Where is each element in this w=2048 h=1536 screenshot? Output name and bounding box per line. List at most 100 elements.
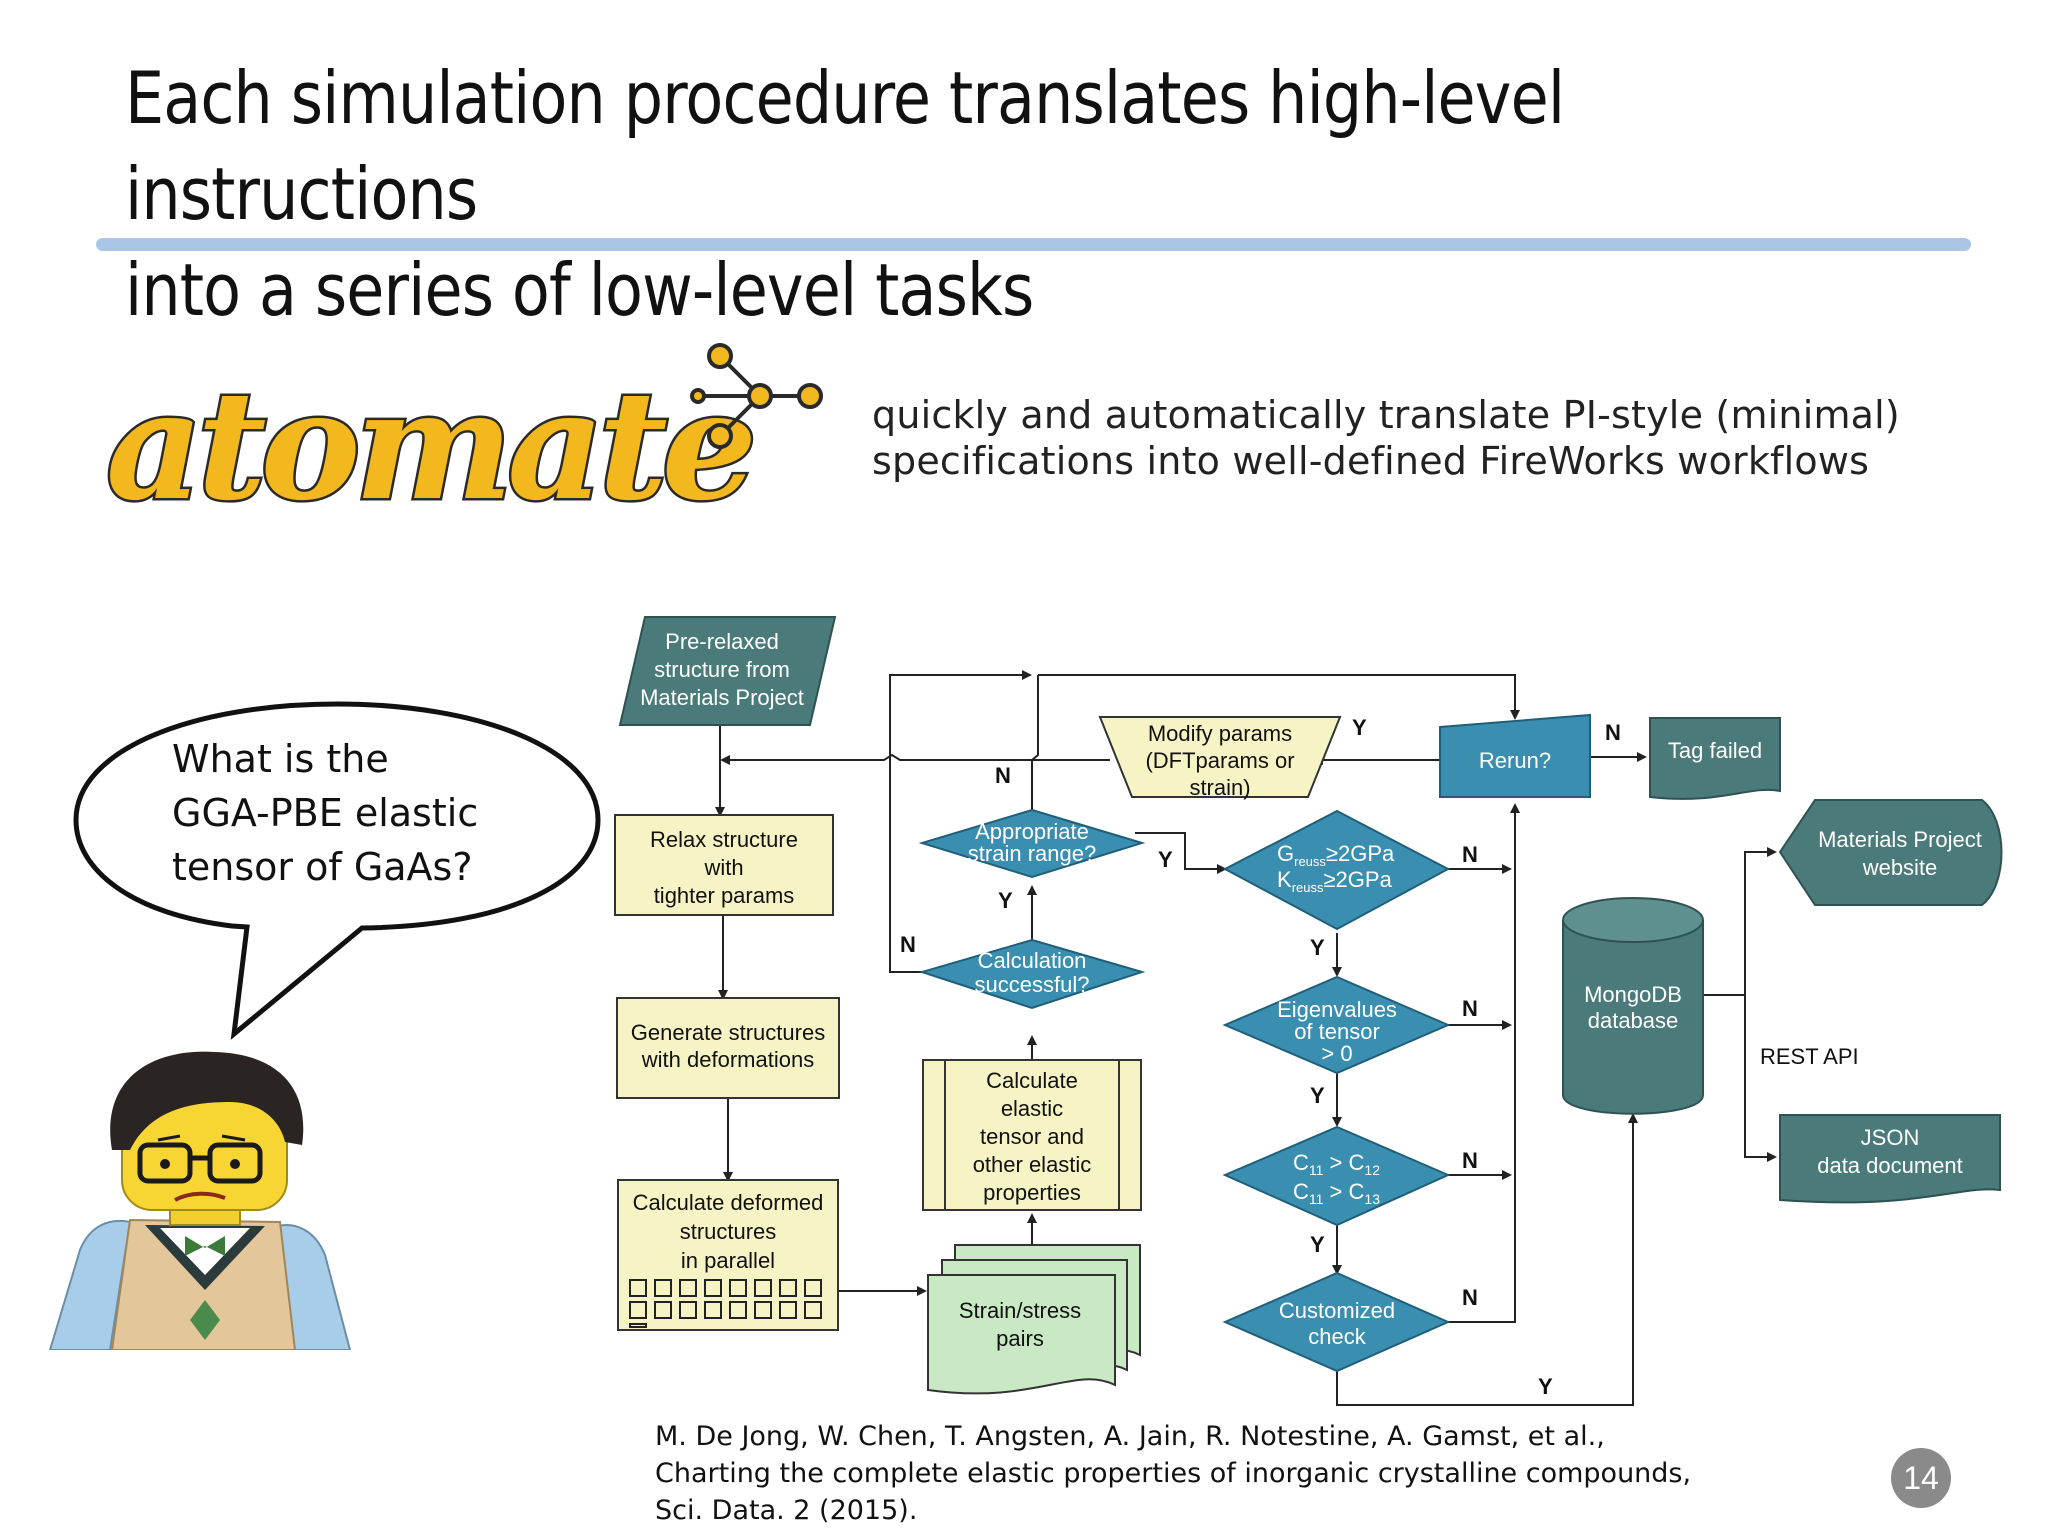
json-doc-label-2: data document [1817,1153,1963,1178]
relax-label-1: Relax structure [650,827,798,852]
relax-label-3: tighter params [654,883,795,908]
label-y-c11: Y [1310,1232,1325,1257]
calc-elastic-label-1: Calculate [986,1068,1078,1093]
modify-params-node: Modify params (DFTparams or strain) [1098,716,1342,800]
eigen-label-3: > 0 [1321,1041,1352,1066]
network-node-icon [690,343,823,449]
citation-line-1: M. De Jong, W. Chen, T. Angsten, A. Jain… [655,1421,1605,1452]
calc-success-label-2: successful? [975,972,1090,997]
greuss-label: Greuss≥2GPa [1277,841,1395,869]
calc-deformed-label-1: Calculate deformed [633,1190,824,1215]
customized-check-decision: Customized check [1222,1271,1451,1373]
bubble-line-2: GGA-PBE elastic [172,791,479,835]
rerun-decision: Rerun? [1439,713,1591,798]
label-y-eigen: Y [1310,1083,1325,1108]
stability-check-decision: C11 > C12 C11 > C13 [1222,1125,1451,1227]
strain-range-decision: Appropriate strain range? [918,808,1146,879]
flow-connectors [715,670,1777,1406]
modify-label-3: strain) [1189,775,1250,800]
strain-stress-label-1: Strain/stress [959,1298,1081,1323]
prerelaxed-label-3: Materials Project [640,685,804,710]
page-number: 14 [1891,1448,1951,1508]
label-n-c11: N [1462,1148,1478,1173]
calculate-elastic-tensor-node: Calculate elastic tensor and other elast… [922,1059,1142,1211]
prerelaxed-label-1: Pre-relaxed [665,629,779,654]
rerun-label: Rerun? [1479,748,1551,773]
prerelaxed-structure-node: Pre-relaxed structure from Materials Pro… [618,616,837,726]
custom-label-1: Customized [1279,1298,1395,1323]
modify-label-1: Modify params [1148,721,1292,746]
c11-c13-label: C11 > C13 [1293,1179,1380,1207]
custom-label-2: check [1308,1324,1366,1349]
citation-line-3: Sci. Data. 2 (2015). [655,1495,918,1526]
title-line-2: into a series of low-level tasks [125,248,1034,332]
materials-project-website-node: Materials Project website [1778,799,2003,906]
slide-title: Each simulation procedure translates hig… [125,50,1716,338]
label-y-success: Y [998,888,1013,913]
lego-scientist-icon [48,1051,352,1350]
generate-structures-node: Generate structures with deformations [616,997,840,1099]
bubble-line-3: tensor of GaAs? [172,845,473,889]
json-data-document-node: JSON data document [1779,1114,2001,1204]
mp-website-label-1: Materials Project [1818,827,1982,852]
calc-success-label-1: Calculation [978,948,1087,973]
strain-range-label-1: Appropriate [975,819,1089,844]
eigenvalues-decision: Eigenvalues of tensor > 0 [1222,975,1451,1075]
eigen-label-1: Eigenvalues [1277,997,1397,1022]
citation: M. De Jong, W. Chen, T. Angsten, A. Jain… [655,1418,1691,1529]
mongodb-label-1: MongoDB [1584,982,1682,1007]
strain-range-label-2: strain range? [968,841,1096,866]
mp-website-label-2: website [1862,855,1938,880]
generate-label-2: with deformations [641,1047,814,1072]
tagline-line-2: specifications into well-defined FireWor… [872,439,1870,483]
strain-stress-label-2: pairs [996,1326,1044,1351]
modify-label-2: (DFTparams or [1145,748,1294,773]
eigen-label-2: of tensor [1294,1019,1380,1044]
logo-wordmark: atomate [106,358,751,530]
calc-deformed-label-3: in parallel [681,1248,775,1273]
label-n-eigen: N [1462,996,1478,1021]
tag-failed-node: Tag failed [1649,717,1781,800]
parallel-task-grid [629,1279,822,1328]
speech-bubble-text: What is the GGA-PBE elastic tensor of Ga… [172,732,478,894]
label-y-rerun: Y [1352,715,1367,740]
mongodb-label-2: database [1588,1008,1679,1033]
strain-stress-pairs-node: Strain/stress pairs [927,1244,1141,1395]
tag-failed-label: Tag failed [1668,738,1762,763]
calc-elastic-label-3: tensor and [980,1124,1084,1149]
label-n-success: N [900,932,916,957]
citation-line-2: Charting the complete elastic properties… [655,1458,1692,1489]
label-y-modulus: Y [1310,935,1325,960]
label-n-rerun: N [1605,720,1621,745]
calc-elastic-label-4: other elastic [973,1152,1092,1177]
label-n-strain: N [995,763,1011,788]
relax-label-2: with [703,855,743,880]
calculate-deformed-node: Calculate deformed structures in paralle… [617,1179,839,1331]
json-doc-label-1: JSON [1861,1125,1920,1150]
title-line-1: Each simulation procedure translates hig… [125,56,1565,236]
kreuss-label: Kreuss≥2GPa [1277,867,1393,895]
calc-elastic-label-5: properties [983,1180,1081,1205]
label-y-strain: Y [1158,847,1173,872]
branch-labels: Y N N Y Y N N Y N Y N Y N Y [900,715,1621,1399]
bubble-line-1: What is the [172,737,389,781]
prerelaxed-label-2: structure from [654,657,790,682]
modulus-check-decision: Greuss≥2GPa Kreuss≥2GPa [1222,809,1451,931]
label-y-custom: Y [1538,1374,1553,1399]
atomate-logo: atomate [104,343,823,530]
label-n-modulus: N [1462,842,1478,867]
generate-label-1: Generate structures [631,1020,825,1045]
calc-deformed-label-2: structures [680,1219,777,1244]
tagline: quickly and automatically translate PI-s… [872,392,1972,484]
calculation-successful-decision: Calculation successful? [918,938,1146,1010]
calc-elastic-label-2: elastic [1001,1096,1063,1121]
speech-bubble [73,701,601,1040]
title-underline [96,238,1971,251]
rest-api-label: REST API [1760,1044,1859,1069]
c11-c12-label: C11 > C12 [1293,1150,1380,1178]
mongodb-database-node: MongoDB database [1562,897,1704,1115]
elastic-workflow-flowchart: Pre-relaxed structure from Materials Pro… [614,616,2003,1406]
tagline-line-1: quickly and automatically translate PI-s… [872,393,1900,437]
relax-structure-node: Relax structure with tighter params [614,814,834,916]
label-n-custom: N [1462,1285,1478,1310]
